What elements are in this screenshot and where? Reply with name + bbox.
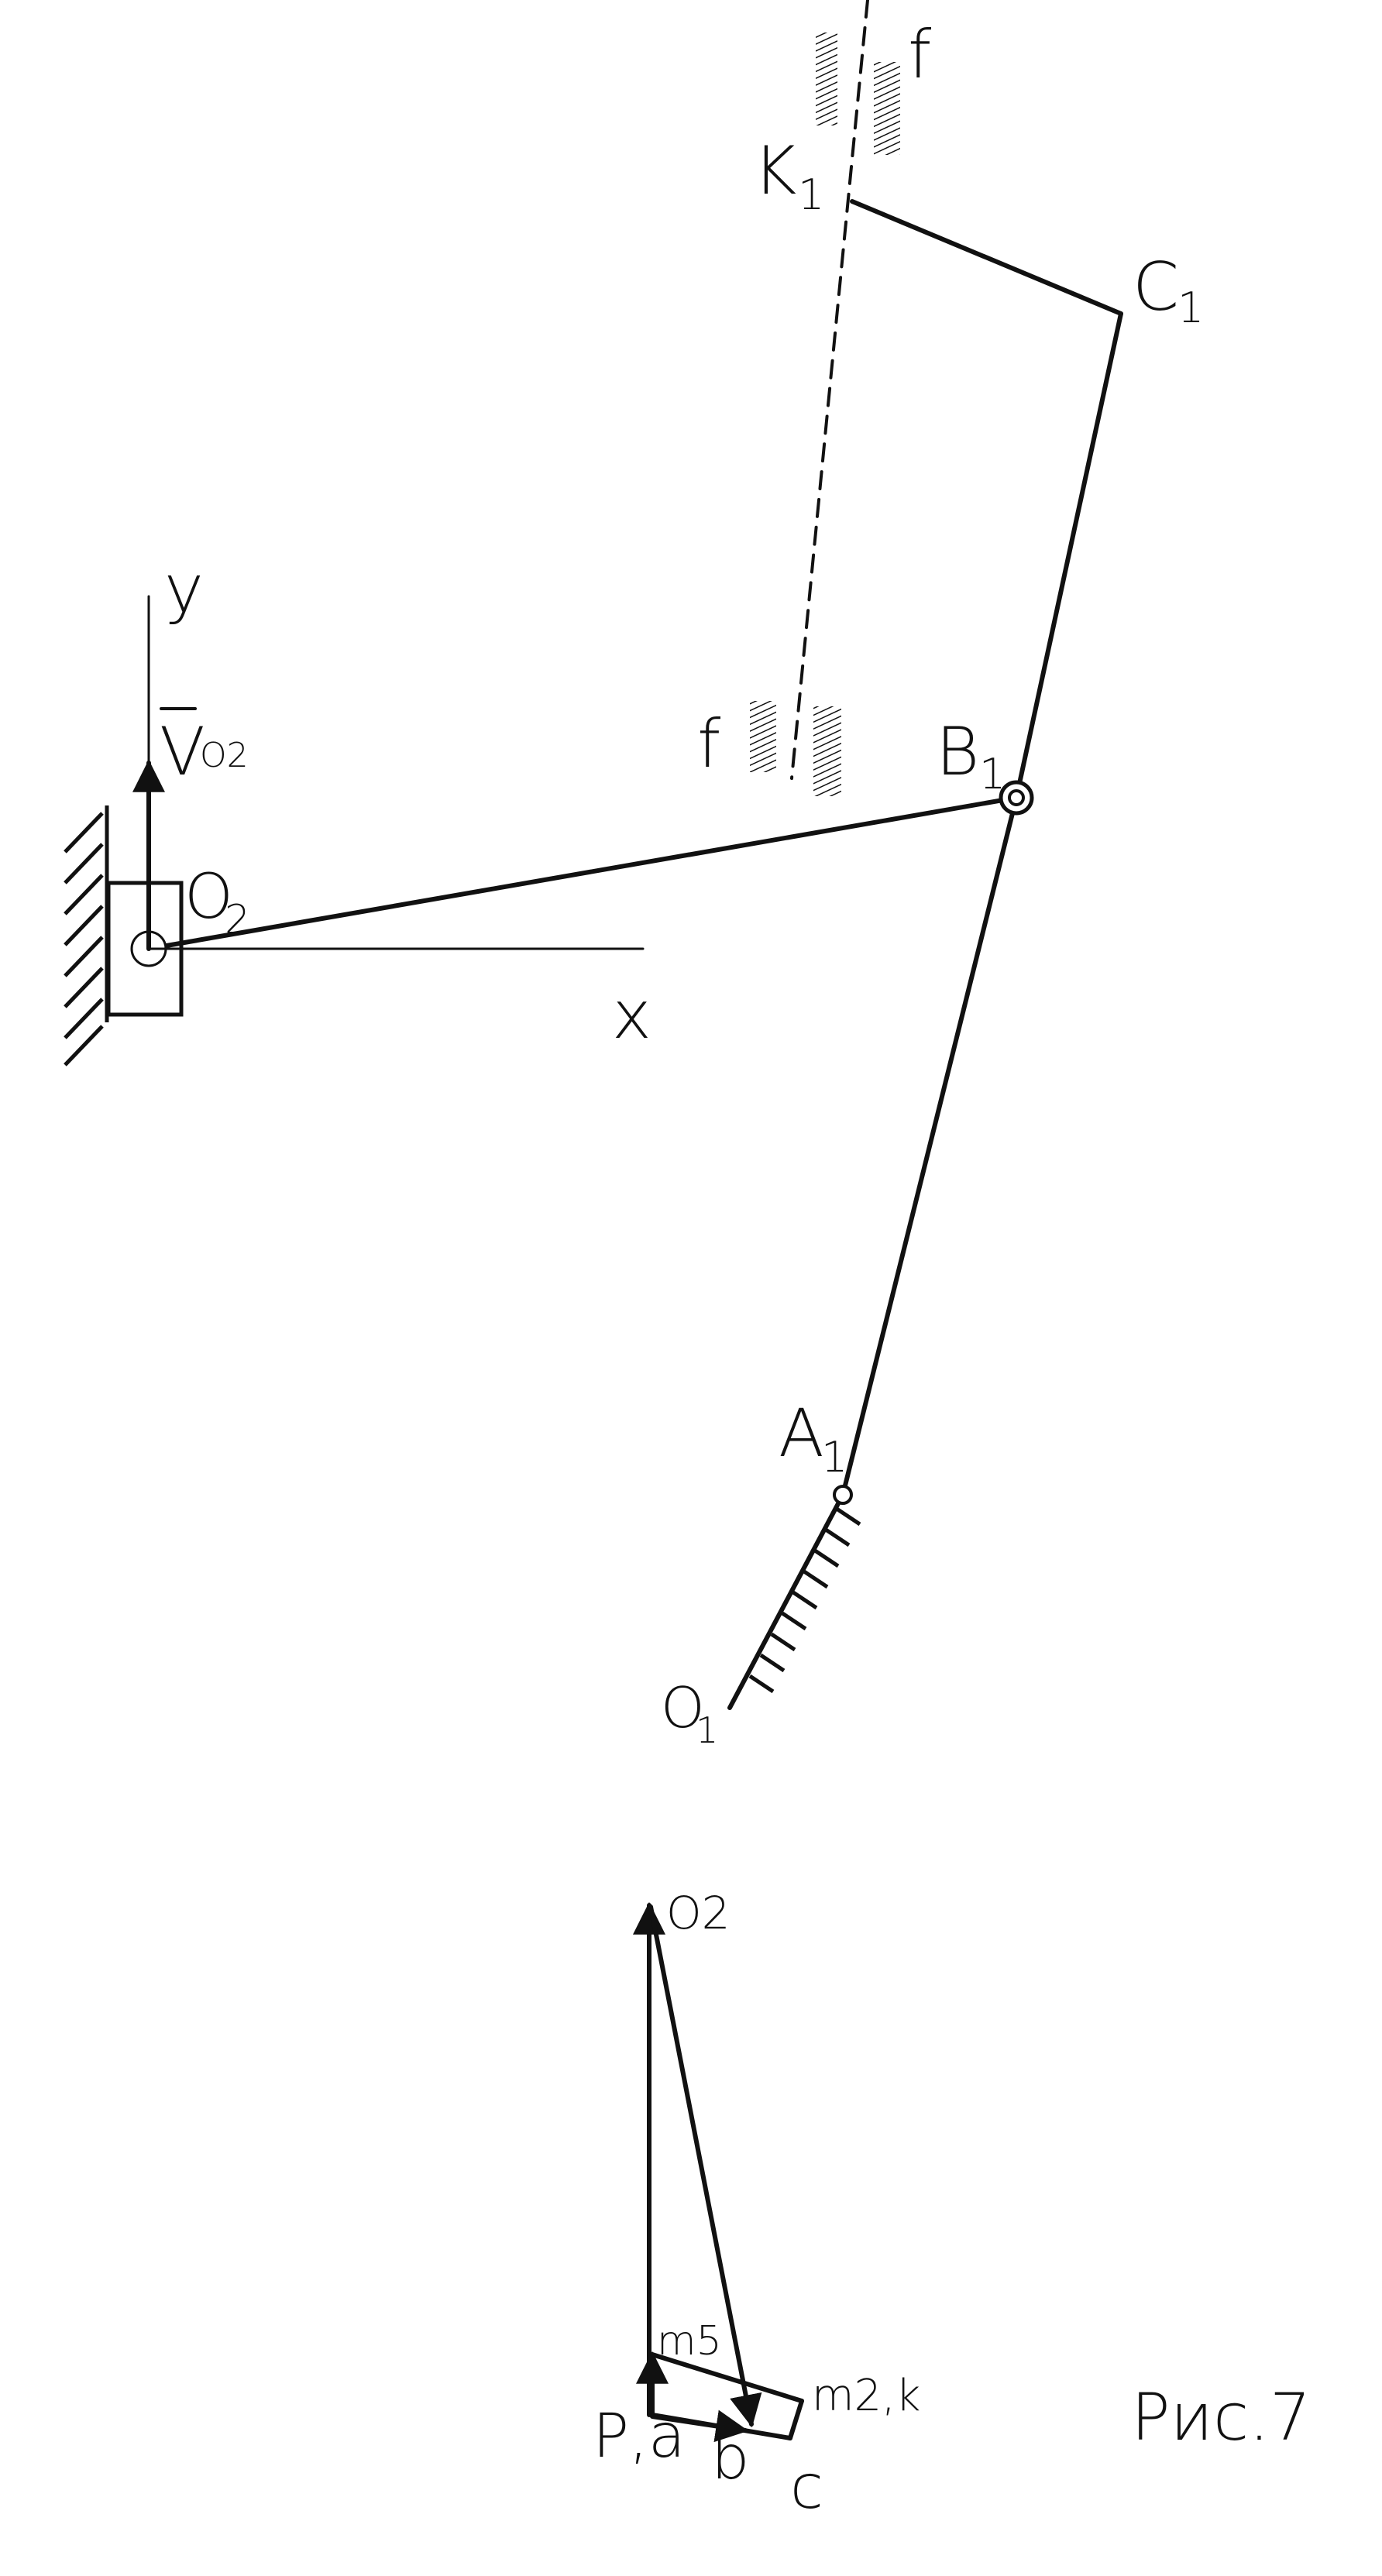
label-a1-sub: 1 bbox=[821, 1433, 847, 1482]
label-plan-c: c bbox=[790, 2453, 823, 2523]
label-plan-m2k: m2,k bbox=[812, 2371, 920, 2421]
link-b1-a1 bbox=[841, 795, 1019, 1497]
label-velocity-sub: O2 bbox=[200, 736, 249, 775]
label-b1: B bbox=[936, 713, 979, 791]
label-o1-sub: 1 bbox=[696, 1709, 718, 1751]
figure-caption: Рис.7 bbox=[1131, 2379, 1311, 2455]
segment-m5-m2k bbox=[650, 2352, 804, 2403]
label-o2-sub: 2 bbox=[225, 897, 250, 943]
guide-hatch-top bbox=[816, 33, 900, 155]
label-axis-x: x bbox=[612, 977, 651, 1054]
label-plan-o2: O2 bbox=[666, 1887, 731, 1939]
label-velocity: V bbox=[160, 713, 205, 791]
vector-o2-b bbox=[648, 1905, 762, 2428]
link-o2-b1 bbox=[146, 795, 1019, 951]
label-k1-sub: 1 bbox=[798, 170, 824, 219]
crank-o1-a1 bbox=[727, 1492, 845, 1710]
label-c1: C bbox=[1133, 249, 1179, 326]
link-k1-c1 bbox=[850, 199, 1123, 316]
label-f-top: f bbox=[908, 16, 931, 94]
guide-line-f bbox=[790, 0, 869, 780]
label-plan-pa: P,a bbox=[593, 2402, 686, 2471]
segment-m2k-c bbox=[788, 2399, 804, 2440]
vector-p-b bbox=[650, 2409, 749, 2443]
wall-o2 bbox=[64, 805, 109, 1066]
guide-hatch-middle bbox=[750, 701, 841, 796]
label-plan-m5: m5 bbox=[657, 2318, 722, 2365]
link-c1-b1 bbox=[1014, 311, 1123, 800]
label-plan-b: b bbox=[711, 2423, 750, 2493]
label-o2: O bbox=[184, 860, 233, 933]
label-axis-y: y bbox=[164, 551, 204, 628]
joint-b1 bbox=[999, 780, 1034, 816]
joint-a1 bbox=[833, 1485, 853, 1505]
mechanism: K 1 C 1 B 1 A 1 O 1 O 2 f f y x V O2 bbox=[64, 0, 1204, 1751]
velocity-plan: O2 m5 m2,k P,a b c bbox=[593, 1887, 920, 2523]
label-o1: O bbox=[661, 1675, 705, 1740]
label-f-middle: f bbox=[697, 706, 720, 783]
label-b1-sub: 1 bbox=[979, 750, 1006, 799]
label-a1: A bbox=[779, 1395, 824, 1472]
label-c1-sub: 1 bbox=[1177, 283, 1204, 332]
label-k1: K bbox=[753, 132, 796, 210]
ground-hatch-o1 bbox=[748, 1506, 861, 1694]
